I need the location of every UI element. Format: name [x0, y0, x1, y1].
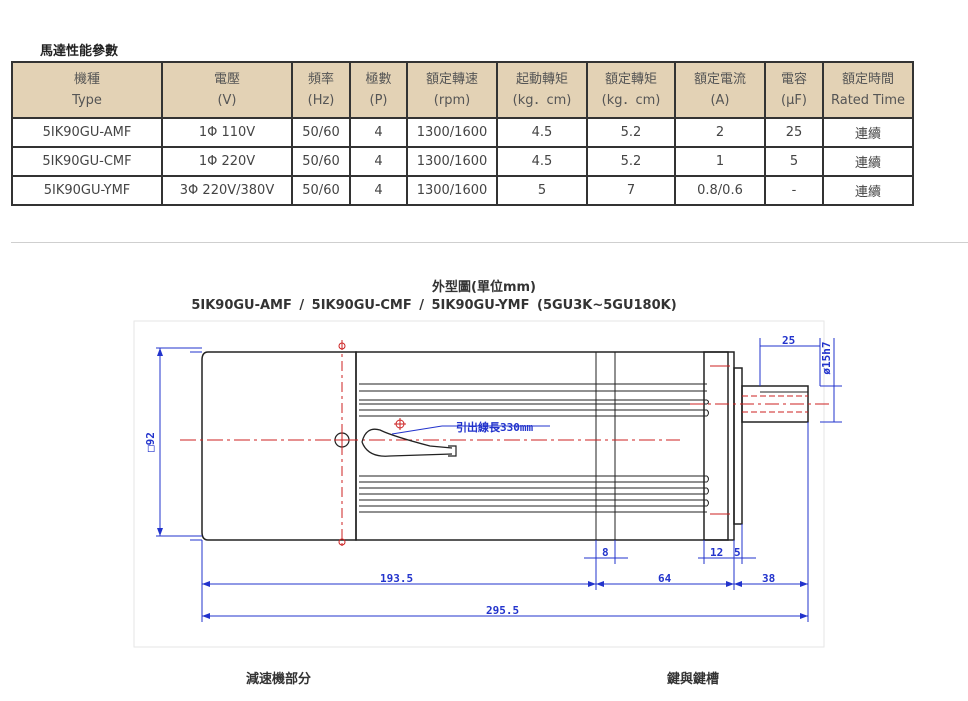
header-capacitor: 電容(μF) — [764, 61, 824, 119]
table-row: 5IK90GU-YMF 3Φ 220V/380V 50/60 4 1300/16… — [11, 175, 914, 206]
motor-body — [355, 351, 729, 541]
cooling-fins — [359, 383, 707, 513]
dim-295-5: 295.5 — [486, 604, 519, 617]
dim-193-5: 193.5 — [380, 572, 413, 585]
divider — [11, 242, 968, 243]
header-frequency: 頻率(Hz) — [291, 61, 351, 119]
dim-38: 38 — [762, 572, 775, 585]
cell: 5 — [496, 175, 588, 206]
dim-64: 64 — [658, 572, 672, 585]
cell: 50/60 — [291, 175, 351, 206]
header-rated-torque: 額定轉矩(kg．cm) — [586, 61, 676, 119]
dim-key-length: 25 — [782, 334, 795, 347]
motor-rear-cover — [201, 351, 357, 541]
cell: 3Φ 220V/380V — [161, 175, 293, 206]
dim-shaft-diameter: ø15h7 — [820, 341, 833, 374]
cell: 連續 — [822, 117, 914, 148]
cell: 1300/1600 — [406, 175, 498, 206]
cell: 1 — [674, 146, 766, 177]
cell: 1300/1600 — [406, 146, 498, 177]
cell: 1300/1600 — [406, 117, 498, 148]
cell: 5IK90GU-CMF — [11, 146, 163, 177]
key-section-label: 鍵與鍵槽 — [667, 672, 720, 687]
dim-square: □92 — [144, 432, 157, 452]
cell: 5.2 — [586, 117, 676, 148]
gearhead-flange — [703, 351, 735, 541]
cell: 0.8/0.6 — [674, 175, 766, 206]
cell: 5.2 — [586, 146, 676, 177]
figure-title: 外型圖(單位mm) — [432, 280, 536, 295]
lead-wire — [361, 428, 453, 449]
section-title: 馬達性能參數 — [40, 44, 119, 59]
cell: 4.5 — [496, 117, 588, 148]
header-rated-current: 額定電流(A) — [674, 61, 766, 119]
cell: 50/60 — [291, 146, 351, 177]
header-poles: 極數(P) — [349, 61, 408, 119]
cell: 5IK90GU-YMF — [11, 175, 163, 206]
cell: - — [764, 175, 824, 206]
cell: 4.5 — [496, 146, 588, 177]
header-starting-torque: 起動轉矩(kg．cm) — [496, 61, 588, 119]
motor-outline-drawing: 引出線長330mm □92 25 ø15h7 8 12 5 193.5 64 3… — [133, 320, 842, 648]
dim-5: 5 — [734, 546, 741, 559]
gearhead-section-label: 減速機部分 — [246, 672, 312, 687]
table-row: 5IK90GU-AMF 1Φ 110V 50/60 4 1300/1600 4.… — [11, 117, 914, 148]
cell: 連續 — [822, 175, 914, 206]
figure-models: 5IK90GU-AMF / 5IK90GU-CMF / 5IK90GU-YMF … — [191, 298, 677, 313]
cell: 25 — [764, 117, 824, 148]
cell: 2 — [674, 117, 766, 148]
header-voltage: 電壓(V) — [161, 61, 293, 119]
lead-length-note: 引出線長330mm — [456, 420, 533, 434]
drawing-frame — [133, 320, 825, 648]
cell: 連續 — [822, 146, 914, 177]
cell: 50/60 — [291, 117, 351, 148]
table-row: 5IK90GU-CMF 1Φ 220V 50/60 4 1300/1600 4.… — [11, 146, 914, 177]
cell: 4 — [349, 146, 408, 177]
cell: 4 — [349, 175, 408, 206]
dim-12: 12 — [710, 546, 723, 559]
cell: 1Φ 110V — [161, 117, 293, 148]
cell: 7 — [586, 175, 676, 206]
cell: 5 — [764, 146, 824, 177]
dim-8: 8 — [602, 546, 609, 559]
cell: 4 — [349, 117, 408, 148]
cell: 5IK90GU-AMF — [11, 117, 163, 148]
header-rated-speed: 額定轉速(rpm) — [406, 61, 498, 119]
cell: 1Φ 220V — [161, 146, 293, 177]
